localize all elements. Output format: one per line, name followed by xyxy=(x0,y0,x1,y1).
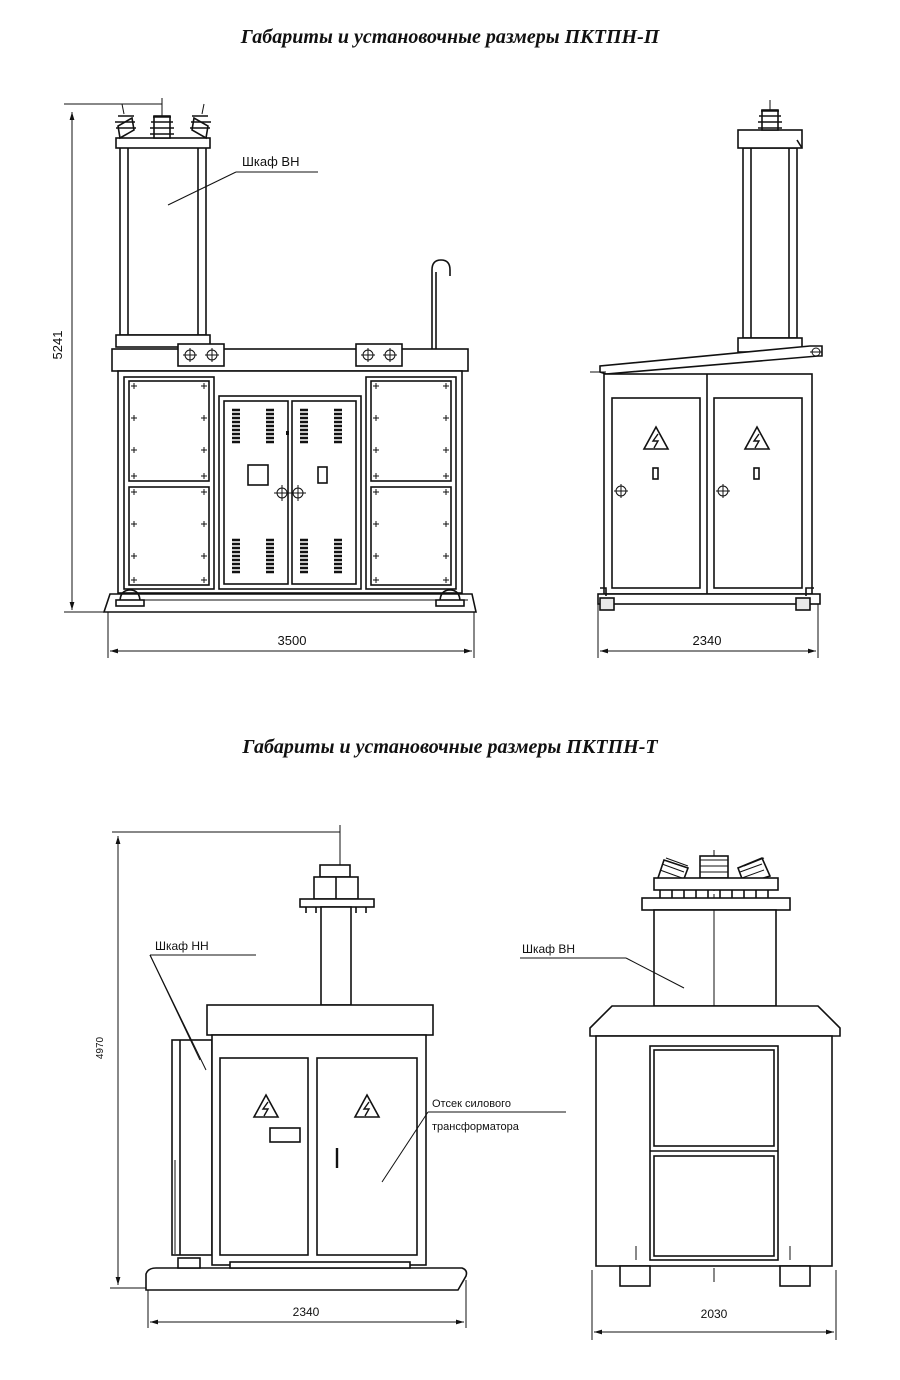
terminal-block-right xyxy=(355,343,403,367)
t-label-plate xyxy=(269,1127,301,1143)
side-base-rail xyxy=(597,593,821,605)
leader-compartment xyxy=(381,1111,429,1183)
body-p xyxy=(117,370,463,594)
t-side-roof xyxy=(589,1005,841,1037)
title-pktpn-p: Габариты и установочные размеры ПКТПН-П xyxy=(240,26,660,48)
leader-vn-t xyxy=(625,957,685,989)
label-compartment-line1: Отсек силового xyxy=(432,1098,511,1110)
vn-cabinet-top xyxy=(115,137,211,149)
side-door-right xyxy=(713,397,803,589)
dim-width-p: 3500 xyxy=(278,633,307,648)
panel-right-top xyxy=(370,380,452,482)
label-vn-cabinet-t: Шкаф ВН xyxy=(522,942,575,956)
t-door-right xyxy=(316,1057,418,1256)
door-lock-plate xyxy=(247,464,269,486)
panel-left-bottom xyxy=(128,486,210,586)
side-door-left xyxy=(611,397,701,589)
t-side-door-upper xyxy=(653,1049,775,1147)
dim-height-t: 4970 xyxy=(95,1036,106,1059)
t-side-door-lower xyxy=(653,1155,775,1257)
side-vn-column xyxy=(742,147,798,339)
terminal-block-left xyxy=(177,343,225,367)
insulator-right xyxy=(190,103,211,140)
t-nn-side-cabinet xyxy=(171,1039,213,1256)
side-sloped-roof xyxy=(599,345,823,375)
leader-vn-p xyxy=(167,171,237,206)
vn-cabinet-body xyxy=(119,144,207,336)
center-door-frame xyxy=(218,395,362,590)
t-side-foot-right xyxy=(779,1265,811,1287)
t-body xyxy=(211,1034,427,1266)
roof-slab-p xyxy=(111,348,469,372)
pktpn-t-front-view: 4970 Шкаф НН Отсек силового трансформато… xyxy=(95,825,566,1328)
t-side-door xyxy=(649,1045,779,1261)
panel-left-top xyxy=(128,380,210,482)
insulator-left xyxy=(115,103,136,140)
panel-right-bottom xyxy=(370,486,452,586)
t-chimney xyxy=(320,906,352,1006)
t-top-flange xyxy=(299,898,375,908)
side-insulator xyxy=(758,100,782,131)
skid-base-p xyxy=(102,593,477,613)
t-side-vn-cabinet xyxy=(653,909,777,1007)
lifting-lug-left xyxy=(115,589,145,607)
title-pktpn-t: Габариты и установочные размеры ПКТПН-Т xyxy=(242,736,658,758)
label-nn-cabinet: Шкаф НН xyxy=(155,939,209,953)
side-body-p xyxy=(603,373,813,595)
label-compartment-line2: трансформатора xyxy=(432,1121,520,1133)
label-vn-cabinet-p: Шкаф ВН xyxy=(242,154,299,169)
t-side-foot-left xyxy=(619,1265,651,1287)
pktpn-p-front-view: 5241 Шкаф ВН xyxy=(50,98,477,658)
grounding-hook xyxy=(431,259,451,350)
insulator-center xyxy=(150,98,174,139)
pktpn-t-side-view: Шкаф ВН 2030 xyxy=(520,850,841,1340)
door-window xyxy=(317,466,328,484)
t-side-cap xyxy=(653,877,779,891)
dim-width-t: 2340 xyxy=(293,1305,320,1319)
t-side-flange xyxy=(641,897,791,911)
dim-height-p: 5241 xyxy=(50,331,65,360)
dim-width-t-side: 2030 xyxy=(701,1307,728,1321)
t-roof xyxy=(206,1004,434,1036)
t-base-slab xyxy=(145,1267,468,1291)
pktpn-p-side-view: 2340 xyxy=(590,100,823,658)
dim-width-p-side: 2340 xyxy=(693,633,722,648)
lifting-lug-right xyxy=(435,589,465,607)
t-door-left xyxy=(219,1057,309,1256)
side-vn-column-top xyxy=(737,129,803,149)
